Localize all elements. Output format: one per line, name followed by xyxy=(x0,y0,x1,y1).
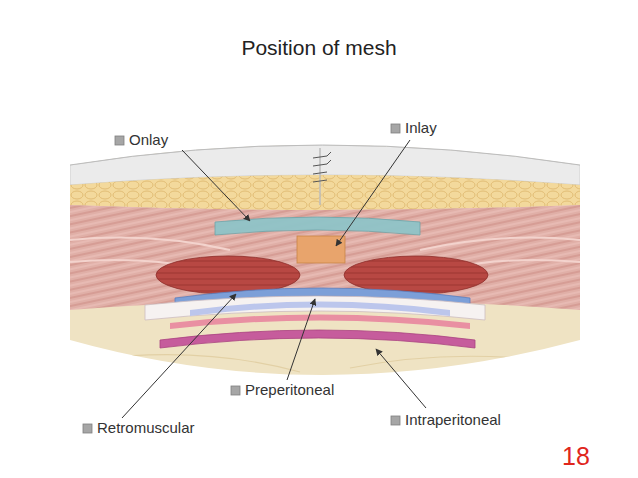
layer-label: Inlay xyxy=(405,119,437,136)
muscle-layer xyxy=(70,205,580,310)
bullet-square xyxy=(391,124,400,133)
layer-label: Onlay xyxy=(129,131,168,148)
label-bullets xyxy=(83,124,400,433)
leader-arrow xyxy=(287,299,315,380)
suture xyxy=(313,156,327,182)
leader-arrow xyxy=(182,150,250,221)
leader-arrow xyxy=(376,349,426,408)
layer-label: Retromuscular xyxy=(97,419,195,436)
preperitoneal-mesh xyxy=(190,302,450,317)
onlay-mesh xyxy=(215,217,420,235)
bullet-square xyxy=(391,416,400,425)
bullet-square xyxy=(115,136,124,145)
layer-label: Preperitoneal xyxy=(245,381,334,398)
leader-lines xyxy=(122,140,426,418)
tissue-layers xyxy=(60,120,590,420)
layer-label: Intraperitoneal xyxy=(405,411,501,428)
slide-number: 18 xyxy=(562,442,590,471)
leader-arrow xyxy=(336,140,410,246)
bullet-square xyxy=(231,386,240,395)
suture xyxy=(327,152,331,164)
bullet-square xyxy=(83,424,92,433)
slide-title: Position of mesh xyxy=(0,36,638,60)
rectus-muscle xyxy=(344,256,488,294)
inlay-mesh xyxy=(297,236,345,263)
rectus-muscle xyxy=(156,256,300,294)
deep-fat xyxy=(60,120,590,420)
leader-arrow xyxy=(122,294,236,418)
intraperitoneal-mesh xyxy=(160,330,475,348)
